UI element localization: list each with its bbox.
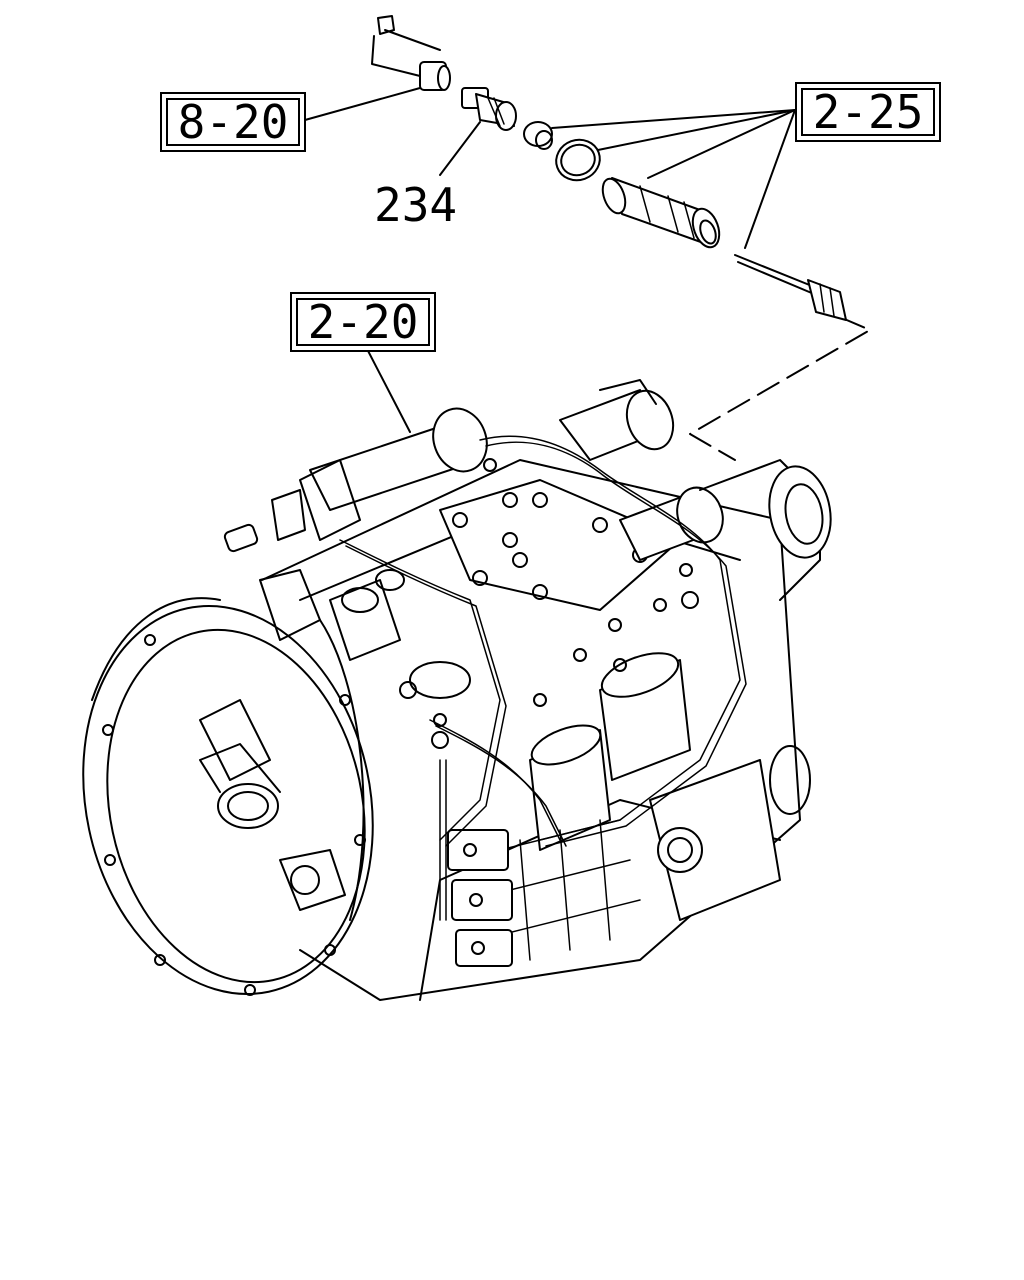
- speed-sensor-part-234: [461, 87, 517, 131]
- sensor-bracket-part: [371, 15, 451, 91]
- callout-8-20-inner-border: [166, 98, 300, 146]
- bushing-part: [523, 121, 553, 150]
- callout-2-25-inner-border: [801, 88, 935, 136]
- o-ring-part: [555, 138, 601, 182]
- callout-2-20-inner-border: [296, 298, 430, 346]
- callout-2-25: 2-25: [795, 82, 941, 142]
- callout-2-25-label: 2-25: [812, 85, 924, 139]
- callout-2-20-label: 2-20: [307, 295, 419, 349]
- part-number-234: 234: [374, 178, 458, 232]
- sleeve-part: [601, 177, 721, 249]
- callout-2-20: 2-20: [290, 292, 436, 352]
- transmission-assembly: [82, 379, 832, 1001]
- leader-lines: [304, 87, 871, 461]
- driven-gear-shaft-part: [734, 254, 847, 321]
- callout-8-20-label: 8-20: [177, 95, 289, 149]
- callout-8-20: 8-20: [160, 92, 306, 152]
